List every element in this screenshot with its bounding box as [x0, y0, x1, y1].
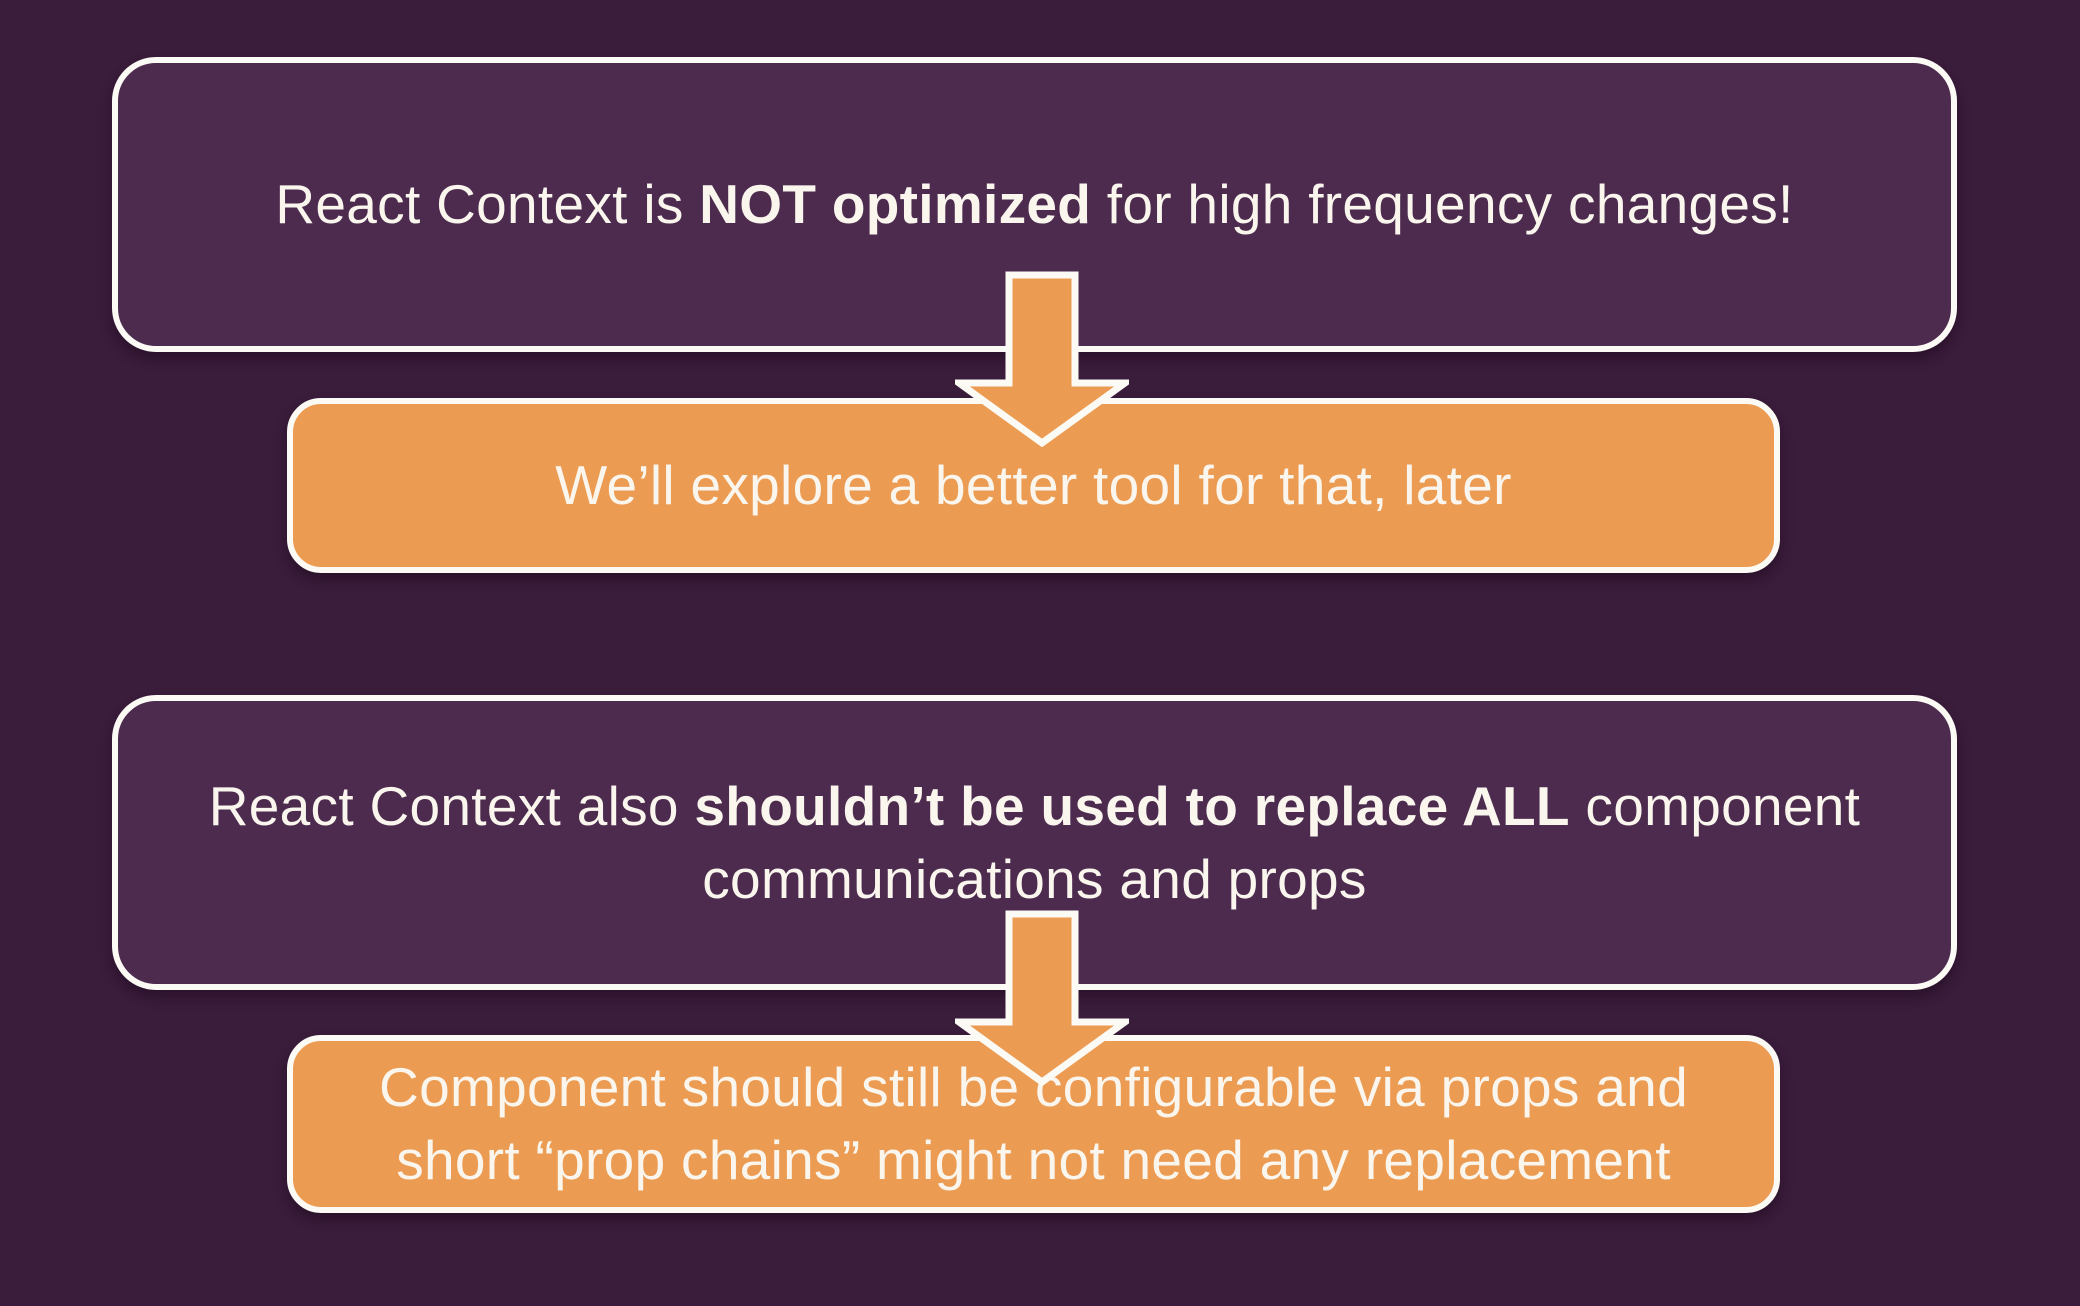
- claim-1-text-pre: React Context is: [275, 173, 700, 235]
- flow-down-arrow-icon: [955, 910, 1129, 1086]
- claim-1-text: React Context is NOT optimized for high …: [275, 168, 1793, 241]
- conclusion-1-text: We’ll explore a better tool for that, la…: [555, 454, 1512, 516]
- claim-2-text-line1: React Context also shouldn’t be used to …: [209, 770, 1861, 843]
- conclusion-2-text-line2: short “prop chains” might not need any r…: [396, 1129, 1671, 1191]
- claim-2-text-bold: shouldn’t be used to replace ALL: [694, 774, 1570, 837]
- claim-1-text-bold: NOT optimized: [699, 173, 1092, 235]
- down-arrow-shape: [955, 910, 1129, 1086]
- conclusion-box-props-still-needed: Component should still be configurable v…: [287, 1035, 1780, 1213]
- claim-2-text-line2: communications and props: [702, 847, 1367, 910]
- claim-2-text-post: component: [1569, 774, 1861, 837]
- down-arrow-shape: [955, 271, 1129, 447]
- flow-down-arrow-icon: [955, 271, 1129, 447]
- claim-2-text-pre: React Context also: [208, 774, 695, 837]
- claim-1-text-post: for high frequency changes!: [1091, 173, 1794, 235]
